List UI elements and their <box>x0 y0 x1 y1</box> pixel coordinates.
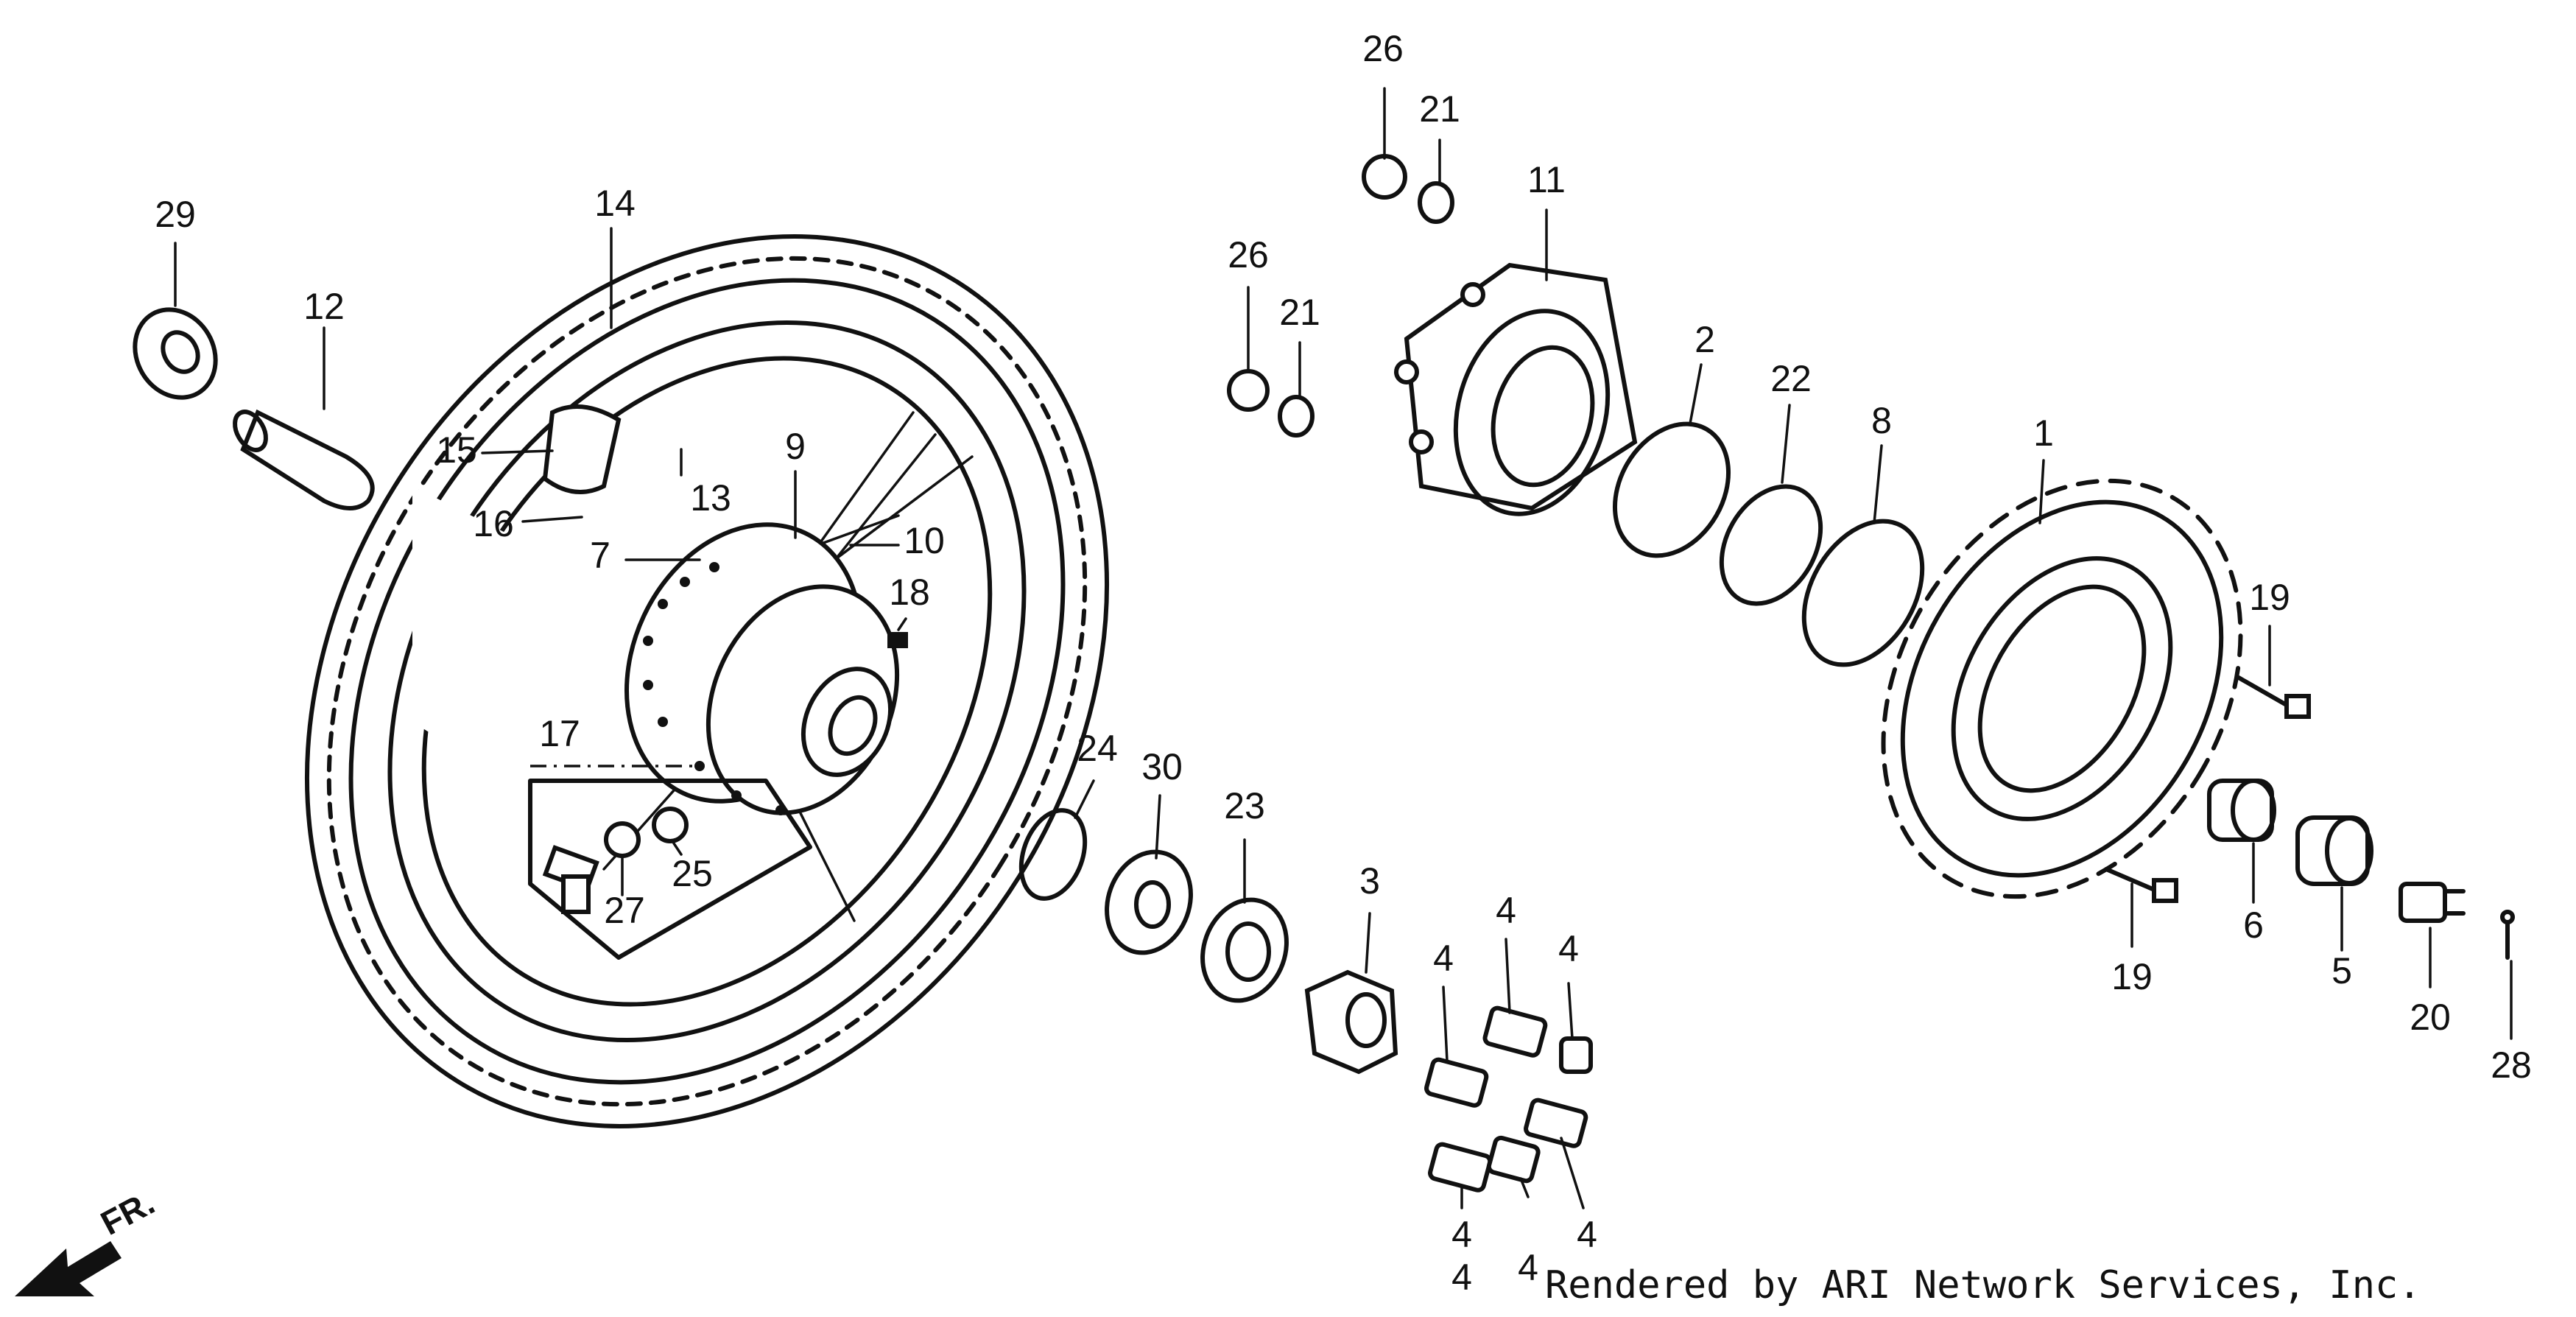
distance-collar-23 <box>1200 897 1289 1003</box>
callout-9: 9 <box>785 426 806 467</box>
callout-8: 8 <box>1871 400 1892 441</box>
front-label: FR. <box>94 1183 161 1243</box>
bolt-19-lower <box>2104 867 2178 903</box>
hub-axle-bore <box>828 695 878 756</box>
front-direction-indicator: FR. <box>15 1183 161 1296</box>
callout-18: 18 <box>889 572 930 613</box>
callout-4-f: 4 <box>1518 1247 1538 1288</box>
callout-12: 12 <box>303 286 345 327</box>
callout-4-b: 4 <box>1558 928 1579 969</box>
sprocket-1 <box>1881 478 2243 899</box>
callout-27: 27 <box>604 890 645 931</box>
callout-13: 13 <box>690 477 731 519</box>
bearing-29 <box>133 307 218 400</box>
callout-14: 14 <box>594 183 636 224</box>
washer-21-upper <box>1418 181 1454 224</box>
hub-axle-boss <box>800 667 893 777</box>
callout-26-mid: 26 <box>1228 234 1269 275</box>
axle-nut-20 <box>2399 882 2466 923</box>
callout-4-d: 4 <box>1577 1214 1597 1255</box>
bolt-19-upper <box>2237 675 2311 719</box>
callout-labels: 29 12 14 15 16 13 9 7 10 18 17 27 25 26 … <box>155 28 2532 1298</box>
o-ring-2 <box>1612 421 1731 558</box>
washer-21-lower <box>1278 395 1315 438</box>
callout-23: 23 <box>1224 785 1265 826</box>
callout-28: 28 <box>2491 1044 2532 1086</box>
callout-4-c: 4 <box>1433 938 1454 979</box>
collar-6 <box>2207 779 2276 842</box>
callout-4-g: 4 <box>1451 1257 1472 1298</box>
callout-26-top: 26 <box>1362 28 1404 69</box>
rear-wheel-assembly <box>305 234 1109 1128</box>
callout-7: 7 <box>590 535 610 576</box>
tire-outline <box>305 234 1109 1128</box>
callout-22: 22 <box>1770 358 1812 399</box>
callout-25: 25 <box>672 853 713 894</box>
o-ring-24 <box>1018 808 1088 901</box>
callout-29: 29 <box>155 194 196 235</box>
callout-4-e: 4 <box>1451 1214 1472 1255</box>
callout-3: 3 <box>1359 860 1380 902</box>
wheel-dampers-4 <box>1424 1005 1593 1193</box>
callout-30: 30 <box>1141 746 1183 787</box>
render-credit: Rendered by ARI Network Services, Inc. <box>1545 1263 2421 1307</box>
callout-6: 6 <box>2243 905 2264 946</box>
circlip-22 <box>1719 484 1823 606</box>
rim-lock-outline-17 <box>528 779 812 960</box>
front-arrow-icon <box>15 1241 122 1296</box>
callout-10: 10 <box>904 520 945 561</box>
driven-flange-11 <box>1394 262 1638 516</box>
distance-collar-12 <box>233 409 375 510</box>
callout-11: 11 <box>1527 159 1566 200</box>
hub-spoke-holes <box>643 562 786 815</box>
valve-stem-18 <box>887 632 908 648</box>
nut-26-lower <box>1227 369 1270 412</box>
callout-2: 2 <box>1695 319 1715 360</box>
callout-19-lower: 19 <box>2111 956 2153 997</box>
tire-cutaway <box>412 486 560 796</box>
callout-4-a: 4 <box>1496 890 1516 931</box>
rim-band-15 <box>542 404 622 494</box>
callout-21-mid: 21 <box>1279 292 1320 333</box>
callout-20: 20 <box>2410 997 2451 1038</box>
leader-lines <box>174 87 2513 1209</box>
callout-24: 24 <box>1077 728 1118 769</box>
cotter-pin-28 <box>2500 910 2515 960</box>
bearing-30 <box>1105 849 1193 955</box>
oil-seal-8 <box>1801 519 1925 667</box>
callout-16: 16 <box>473 503 514 544</box>
callout-15: 15 <box>436 429 477 471</box>
wheel-damper-holder-3 <box>1304 969 1398 1075</box>
callout-1: 1 <box>2033 412 2054 454</box>
nut-25 <box>604 807 689 858</box>
axle-sleeve-5 <box>2295 815 2373 886</box>
callout-17: 17 <box>539 713 580 754</box>
rim-lock-27 <box>542 845 599 914</box>
callout-5: 5 <box>2332 950 2352 991</box>
callout-19-upper: 19 <box>2249 577 2290 618</box>
callout-21-top: 21 <box>1419 88 1460 130</box>
nut-26-upper <box>1362 154 1407 200</box>
